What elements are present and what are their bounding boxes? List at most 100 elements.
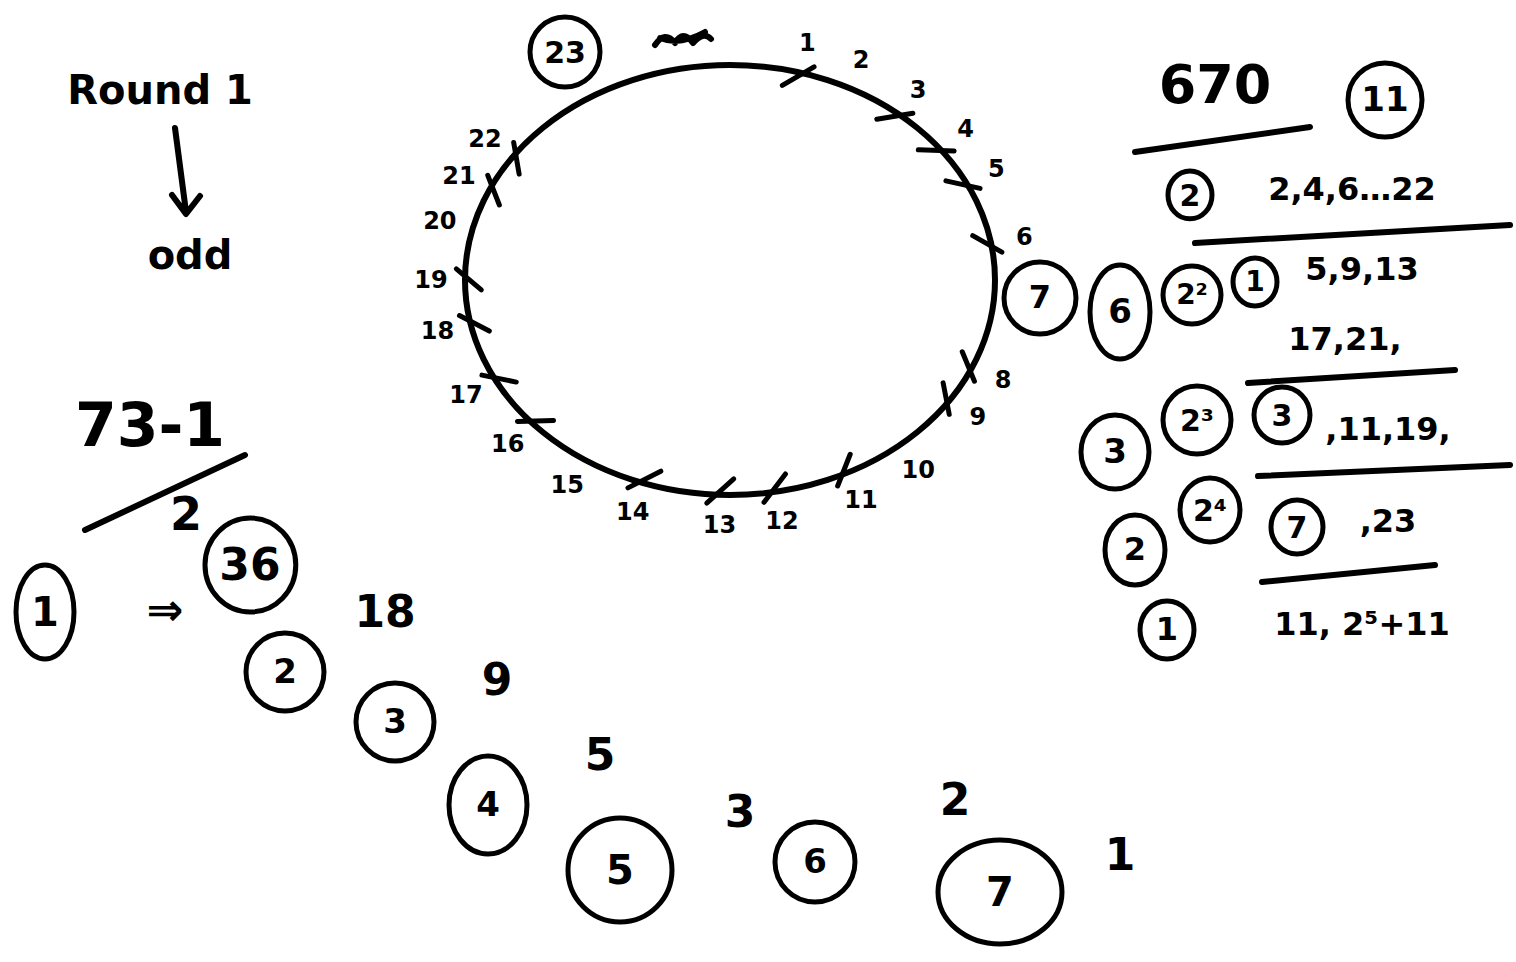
cross-tick bbox=[918, 150, 954, 151]
circled-number: 3 bbox=[1251, 384, 1313, 446]
circle-ring bbox=[16, 565, 74, 659]
circled-number: 3 bbox=[353, 680, 437, 764]
note-text: 11, 2⁵+11 bbox=[1274, 607, 1449, 642]
circle-ring bbox=[1271, 500, 1323, 554]
node-label: 2 bbox=[1124, 532, 1146, 567]
cross-tick bbox=[488, 175, 500, 205]
josephus-circle bbox=[465, 65, 995, 495]
node-label: 1 bbox=[1245, 267, 1264, 298]
cross-tick bbox=[459, 316, 489, 331]
node-label: 2³ bbox=[1180, 404, 1214, 437]
note-text: 73-1 bbox=[75, 392, 225, 458]
node-label: 23 bbox=[544, 36, 586, 69]
ring-number: 15 bbox=[550, 472, 583, 498]
circle-ring bbox=[449, 756, 527, 854]
circle-ring bbox=[1254, 387, 1310, 443]
ring-number: 17 bbox=[449, 382, 482, 408]
node-label: 2² bbox=[1176, 280, 1208, 311]
note-text: 5 bbox=[585, 731, 616, 779]
cross-tick bbox=[838, 454, 851, 486]
cross-tick bbox=[962, 352, 974, 381]
underline bbox=[1135, 127, 1310, 152]
node-label: 6 bbox=[1108, 293, 1132, 330]
circle-ring bbox=[1163, 386, 1231, 454]
cross-tick bbox=[877, 113, 913, 119]
ring-number: 2 bbox=[853, 47, 870, 73]
circled-number: 2 bbox=[243, 630, 327, 714]
circled-number: 2³ bbox=[1160, 383, 1234, 457]
note-text: odd bbox=[148, 233, 233, 277]
circle-ring bbox=[1090, 265, 1150, 359]
ring-number: 22 bbox=[468, 126, 501, 152]
node-label: 6 bbox=[803, 843, 827, 880]
ring-number: 14 bbox=[616, 498, 649, 524]
circled-number: 7 bbox=[935, 837, 1065, 947]
note-text: ,23 bbox=[1360, 504, 1417, 539]
circle-ring bbox=[246, 633, 324, 711]
circled-number: 2 bbox=[1102, 512, 1168, 588]
circle-ring bbox=[938, 840, 1062, 944]
note-text: Round 1 bbox=[67, 68, 253, 112]
circled-number: 2² bbox=[1160, 263, 1224, 327]
circled-number: 11 bbox=[1345, 60, 1425, 140]
circled-number: 23 bbox=[527, 14, 603, 90]
circled-number: 1 bbox=[1230, 255, 1280, 309]
circle-ring bbox=[1233, 258, 1277, 306]
circled-number: 2⁴ bbox=[1177, 475, 1243, 545]
circle-ring bbox=[1163, 266, 1221, 324]
circled-number: 1 bbox=[13, 562, 77, 662]
note-text: 9 bbox=[482, 656, 513, 704]
node-label: 1 bbox=[1156, 612, 1178, 647]
down-arrow bbox=[172, 128, 200, 214]
node-label: 2 bbox=[273, 653, 297, 690]
circle-ring bbox=[1140, 601, 1194, 659]
ring-number: 5 bbox=[988, 156, 1005, 182]
cross-tick bbox=[782, 67, 814, 86]
node-label: 2 bbox=[1180, 178, 1201, 211]
row-divider bbox=[1262, 565, 1435, 582]
cross-tick bbox=[628, 471, 661, 488]
note-text: 17,21, bbox=[1288, 322, 1401, 357]
note-text: 18 bbox=[354, 588, 415, 636]
ring-number: 16 bbox=[491, 431, 524, 457]
note-text: 670 bbox=[1159, 55, 1272, 114]
node-label: 4 bbox=[476, 786, 500, 823]
circled-number: 6 bbox=[772, 819, 858, 905]
circle-ring bbox=[1180, 478, 1240, 542]
node-label: 3 bbox=[1272, 399, 1293, 432]
cross-tick bbox=[946, 181, 980, 189]
ring-number: 13 bbox=[703, 512, 736, 538]
circled-number: 6 bbox=[1087, 262, 1153, 362]
circle-ring bbox=[1081, 415, 1149, 489]
scribble bbox=[655, 32, 711, 45]
ring-number: 21 bbox=[442, 163, 475, 189]
circled-number: 3 bbox=[1078, 412, 1152, 492]
circle-ring bbox=[1168, 171, 1212, 219]
node-label: 2⁴ bbox=[1193, 494, 1227, 527]
circled-number: 1 bbox=[1137, 598, 1197, 662]
node-label: 7 bbox=[1029, 280, 1051, 315]
note-text: 3 bbox=[725, 788, 756, 836]
circled-number: 7 bbox=[1001, 259, 1079, 337]
circle-ring bbox=[568, 818, 672, 922]
node-label: 5 bbox=[606, 848, 634, 892]
ring-number: 10 bbox=[901, 457, 934, 483]
node-label: 36 bbox=[219, 541, 280, 589]
note-text: 1 bbox=[1105, 831, 1136, 879]
note-text: 5,9,13 bbox=[1305, 252, 1418, 287]
ring-number: 6 bbox=[1016, 224, 1033, 250]
cross-tick bbox=[456, 269, 481, 290]
cross-tick bbox=[482, 375, 516, 382]
cross-tick bbox=[943, 383, 949, 414]
note-text: ,11,19, bbox=[1325, 412, 1451, 447]
ring-number: 8 bbox=[995, 366, 1012, 392]
row-divider bbox=[1248, 370, 1455, 383]
node-label: 11 bbox=[1361, 81, 1408, 118]
note-text: 2 bbox=[940, 776, 971, 824]
circle-ring bbox=[356, 683, 434, 761]
circle-ring bbox=[1348, 63, 1422, 137]
circle-ring bbox=[775, 822, 855, 902]
ring-number: 3 bbox=[910, 76, 927, 102]
